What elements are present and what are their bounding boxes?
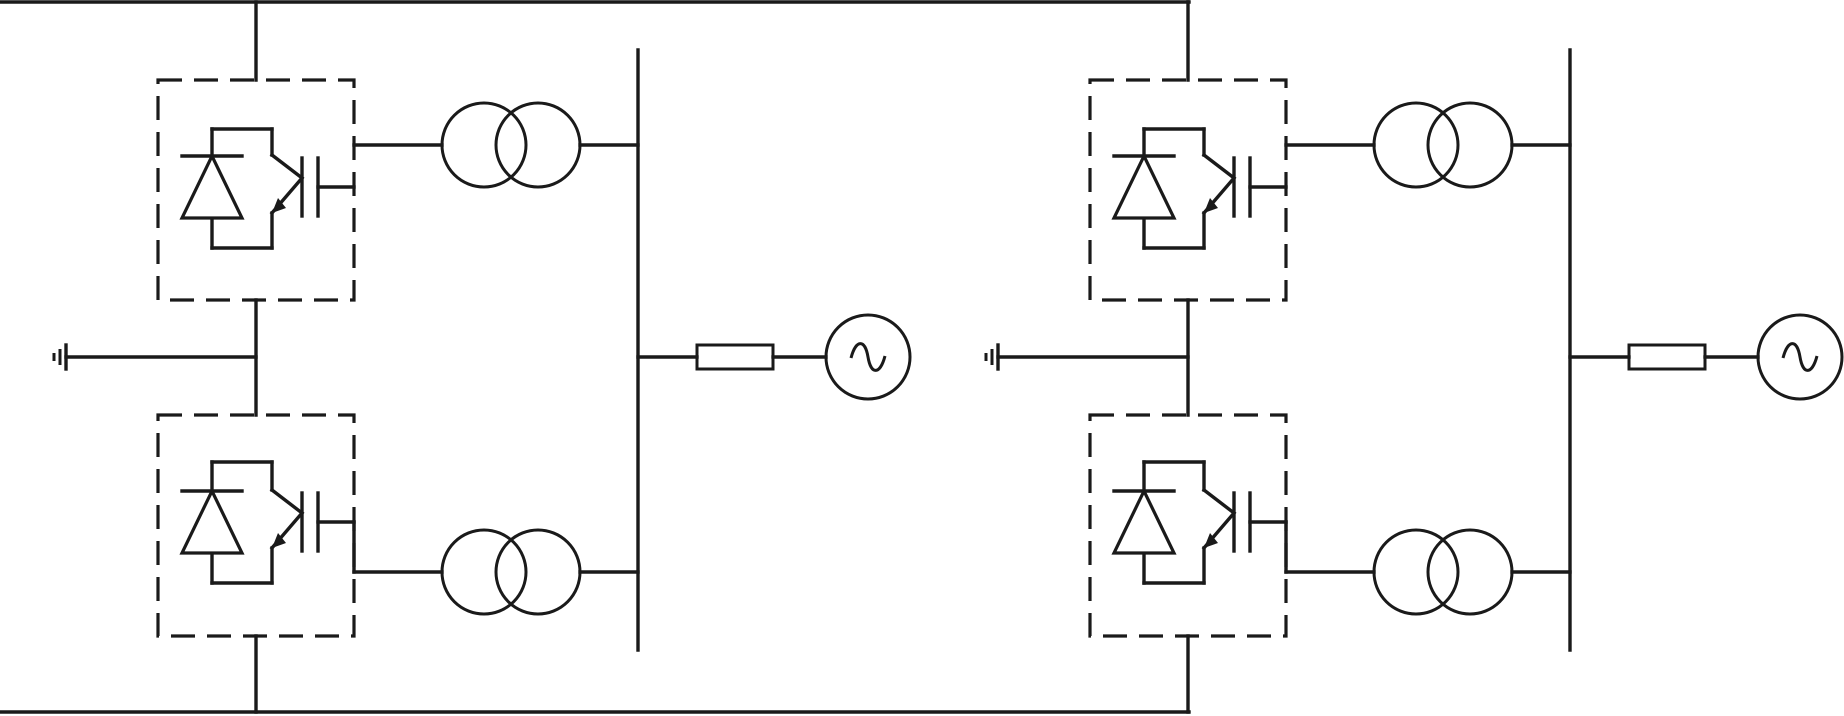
transformer-icon — [440, 101, 582, 189]
transformer-icon — [1372, 101, 1514, 189]
diode-icon — [1111, 127, 1206, 250]
converter-valve-lower — [1088, 413, 1376, 638]
converter-valve-upper — [156, 78, 444, 302]
transformer-icon — [1372, 528, 1514, 616]
transformer-icon — [440, 528, 582, 616]
igbt-icon — [269, 460, 356, 585]
ac-source-icon — [1756, 313, 1844, 401]
igbt-icon — [269, 127, 356, 250]
ground-icon — [52, 343, 68, 371]
converter-valve-upper — [1088, 78, 1376, 302]
station-left — [52, 0, 912, 714]
diode-icon — [179, 460, 274, 585]
converter-valve-lower — [156, 413, 444, 638]
resistor-icon — [1627, 343, 1707, 371]
ac-source-icon — [824, 313, 912, 401]
ground-icon — [984, 343, 1000, 371]
diode-icon — [1111, 460, 1206, 585]
station-right — [984, 0, 1844, 714]
diode-icon — [179, 127, 274, 250]
resistor-icon — [695, 343, 775, 371]
igbt-icon — [1201, 127, 1288, 250]
igbt-icon — [1201, 460, 1288, 585]
